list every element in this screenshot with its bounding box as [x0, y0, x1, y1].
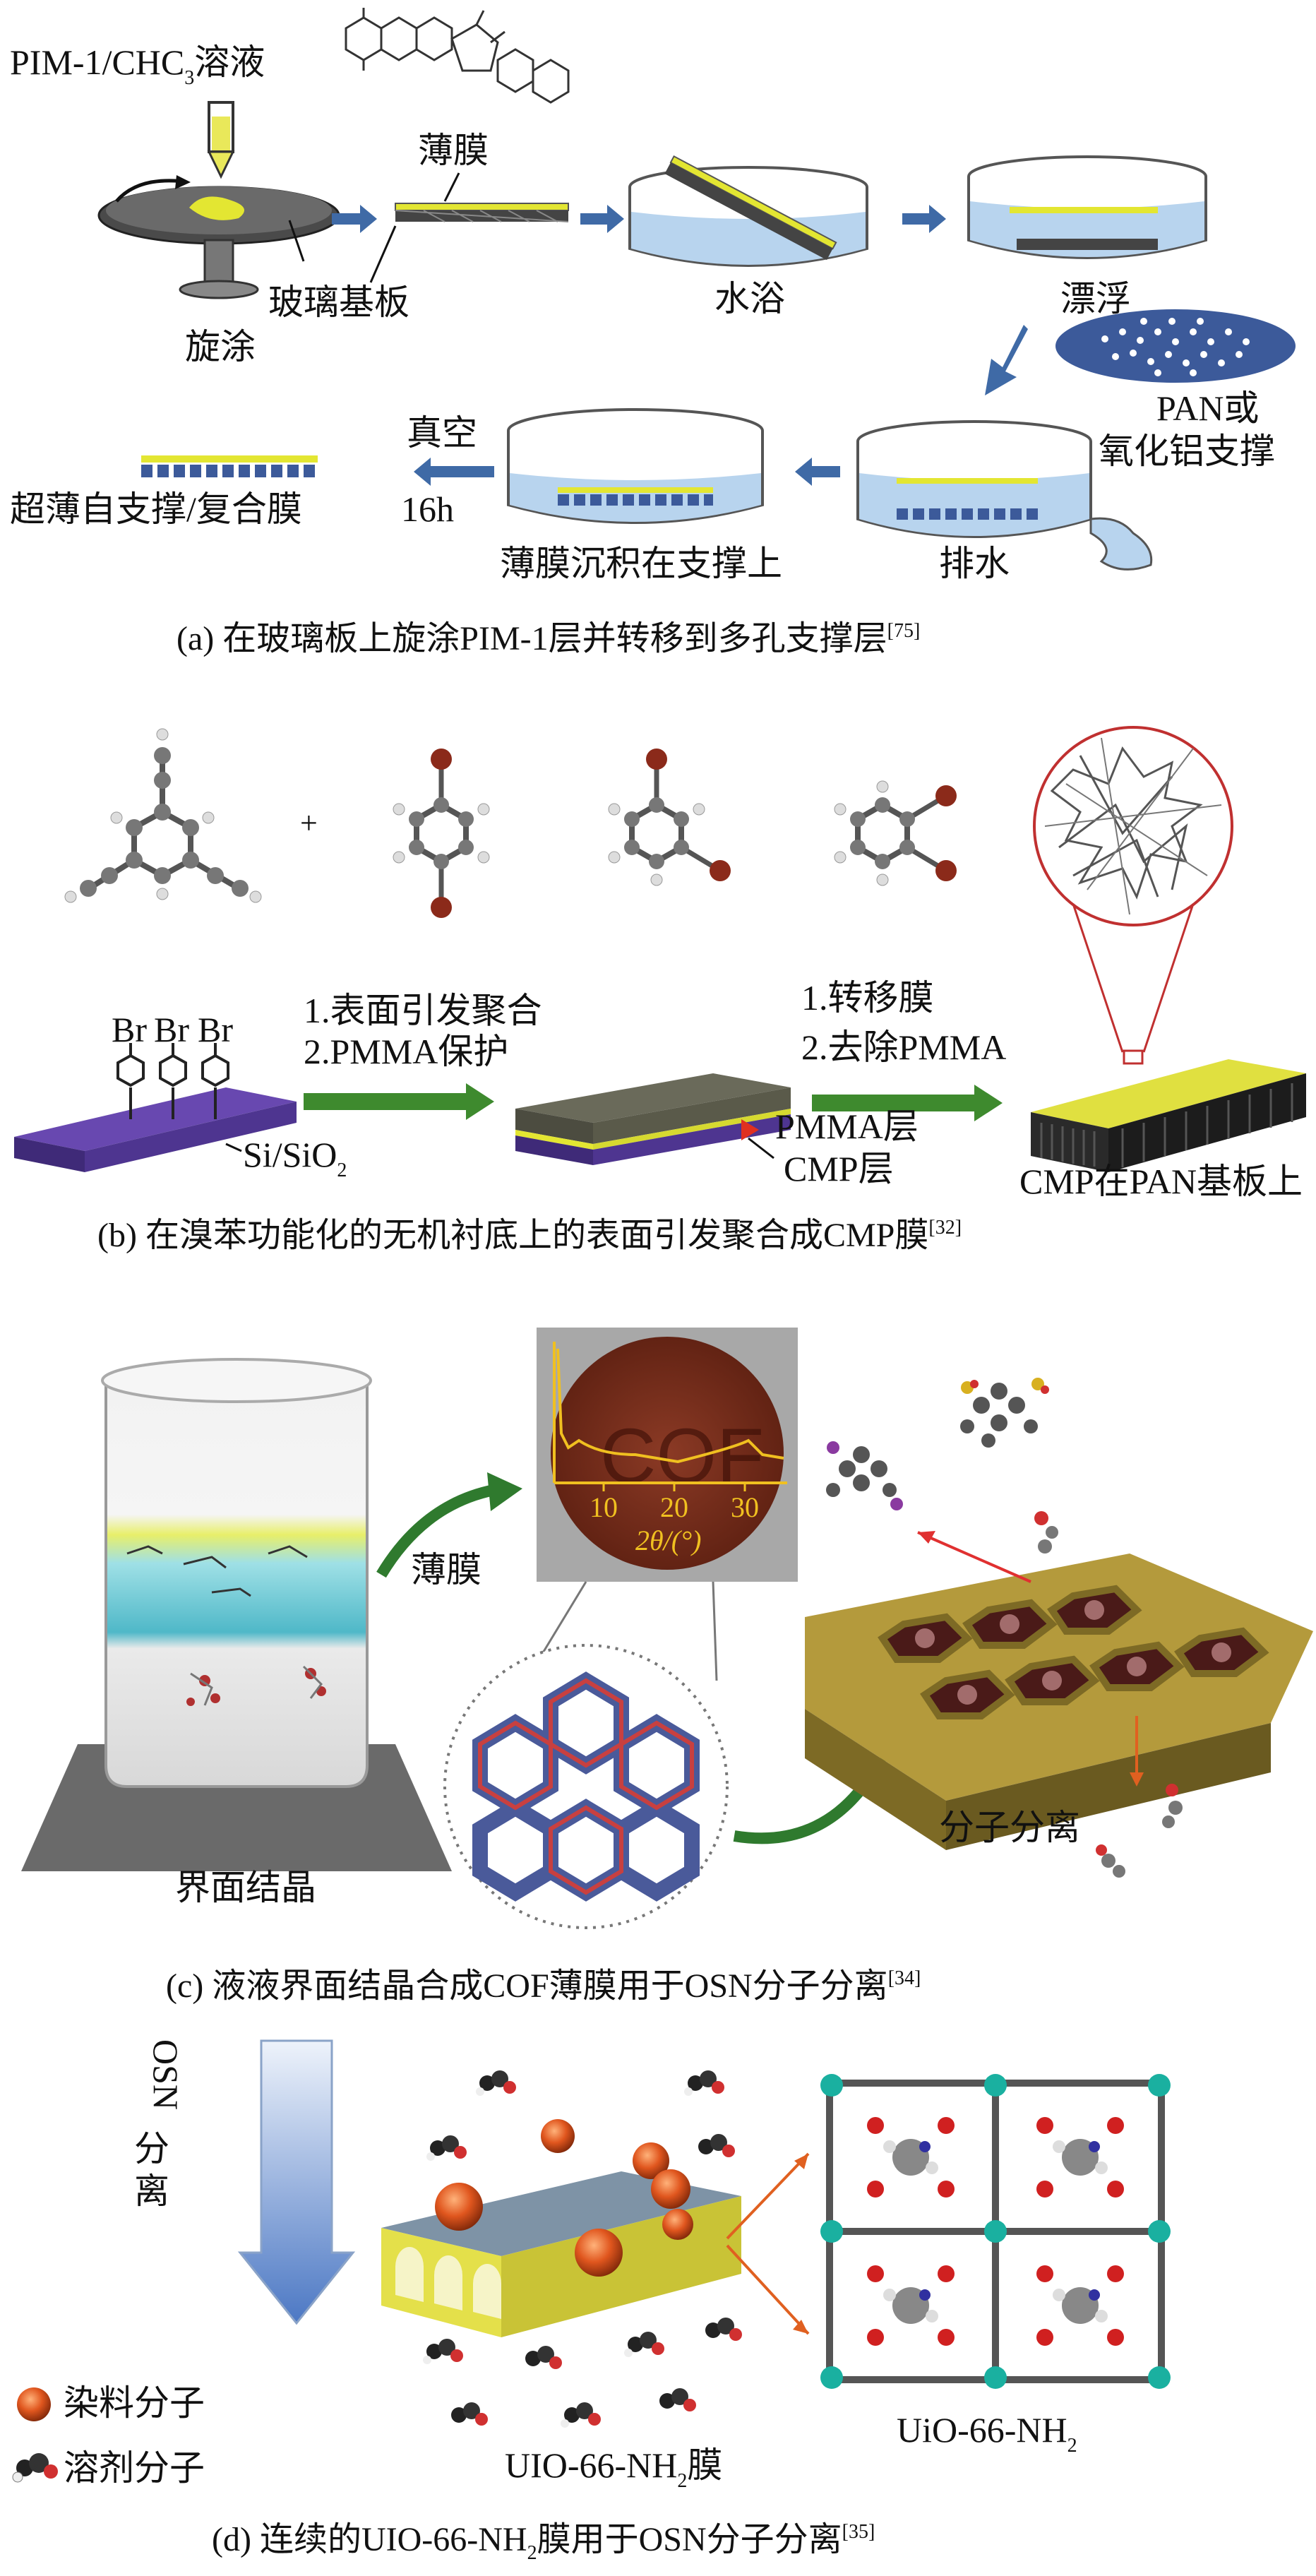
cof-structure-zoom	[445, 1645, 727, 1928]
flow-arrow-6	[414, 458, 494, 486]
osn-label: OSN	[146, 2039, 186, 2110]
green-curve-arrow-2	[734, 1779, 868, 1838]
xrd-tick-30: 30	[731, 1491, 759, 1523]
flow-arrow-1	[332, 205, 377, 233]
drain-label: 排水	[939, 544, 1010, 583]
osn-direction-arrow	[240, 2041, 353, 2323]
br-label-1: Br	[112, 1010, 147, 1049]
glass-label: 玻璃基板	[268, 282, 409, 322]
solution-label: PIM-1/CHC3溶液	[10, 42, 265, 89]
molecule-para-dibromobenzene-icon	[393, 749, 489, 918]
green-arrow-1	[304, 1083, 494, 1120]
separation-char-1: 分	[134, 2129, 169, 2169]
step1-label-2: 2.PMMA保护	[304, 1032, 508, 1071]
molecule-meta-dibromobenzene-icon	[609, 749, 731, 886]
cmp-on-pan-label: CMP在PAN基板上	[1019, 1162, 1303, 1201]
composite-label: 超薄自支撑/复合膜	[10, 489, 302, 529]
deposit-bath-icon	[508, 410, 762, 523]
flow-arrow-5	[795, 458, 840, 486]
film-label: 薄膜	[418, 131, 489, 170]
xrd-tick-20: 20	[660, 1491, 688, 1523]
cof-film-photo: COF 10 20 30 2θ/(°)	[537, 1328, 798, 1582]
film-label-c: 薄膜	[411, 1550, 481, 1590]
flow-arrow-4	[985, 325, 1028, 395]
honeycomb-membrane-icon	[805, 1554, 1313, 1850]
float-label: 漂浮	[1060, 279, 1131, 318]
layer-stack-icon	[515, 1073, 791, 1165]
support-label-2: 氧化铝支撑	[1099, 431, 1275, 471]
caption-d: (d) 连续的UIO-66-NH2膜用于OSN分子分离[35]	[212, 2521, 875, 2564]
flow-arrow-2	[580, 205, 624, 233]
float-bath-icon	[969, 157, 1206, 258]
mof-label: UiO-66-NH2	[897, 2410, 1077, 2457]
molecule-ortho-dibromobenzene-icon	[835, 781, 957, 886]
cmp-network-zoom	[1034, 727, 1232, 1063]
water-bath-label: 水浴	[714, 279, 785, 318]
br-label-2: Br	[154, 1010, 189, 1049]
deposit-label: 薄膜沉积在支撑上	[500, 544, 782, 583]
substrate-label: Si/SiO2	[243, 1135, 347, 1181]
beaker-icon	[21, 1359, 452, 1871]
step1-label-1: 1.表面引发聚合	[304, 991, 542, 1030]
spin-label: 旋涂	[185, 327, 256, 366]
step2-label-1: 1.转移膜	[801, 978, 934, 1018]
xrd-axis-label: 2θ/(°)	[635, 1525, 701, 1556]
molecule-triethynylbenzene-icon	[65, 729, 261, 902]
solvent-legend-icon	[13, 2453, 58, 2482]
separation-char-2: 离	[134, 2171, 169, 2211]
dye-legend-icon	[17, 2387, 51, 2421]
br-label-3: Br	[198, 1010, 233, 1049]
porous-support-icon	[1055, 309, 1296, 383]
interface-label: 界面结晶	[175, 1868, 316, 1907]
film-on-glass-icon	[395, 203, 568, 222]
panel-b: +	[14, 727, 1306, 1254]
water-bath-icon	[630, 156, 867, 266]
caption-b: (b) 在溴苯功能化的无机衬底上的表面引发聚合成CMP膜[32]	[97, 1217, 962, 1254]
panel-a: PIM-1/CHC3溶液 旋涂 玻璃基板	[10, 8, 1296, 657]
flow-arrow-3	[902, 205, 946, 233]
composite-membrane-icon	[141, 455, 318, 477]
cmp-on-pan-icon	[1031, 1059, 1306, 1172]
caption-a: (a) 在玻璃板上旋涂PIM-1层并转移到多孔支撑层[75]	[177, 620, 920, 657]
membrane-label: UIO-66-NH2膜	[505, 2445, 722, 2492]
step2-label-2: 2.去除PMMA	[801, 1027, 1006, 1067]
solvent-legend-label: 溶剂分子	[64, 2448, 205, 2488]
uio-66-framework-icon	[819, 2073, 1172, 2390]
pmma-layer-label: PMMA层	[775, 1107, 919, 1146]
pim1-structure-icon	[346, 8, 568, 102]
xrd-tick-10: 10	[590, 1491, 618, 1523]
cof-text: COF	[600, 1413, 764, 1500]
panel-c: 界面结晶 薄膜 COF 10 20 30 2θ/(°)	[21, 1328, 1313, 2005]
time-label: 16h	[401, 489, 454, 529]
plus-sign: +	[300, 806, 318, 840]
support-label-1: PAN或	[1156, 388, 1259, 428]
caption-c: (c) 液液界面结晶合成COF薄膜用于OSN分子分离[34]	[166, 1967, 921, 2005]
dye-legend-label: 染料分子	[64, 2383, 205, 2423]
spin-coater-icon	[99, 175, 339, 298]
cmp-layer-label: CMP层	[784, 1149, 894, 1188]
panel-d: OSN 分 离 染料分子 溶剂分子	[13, 2039, 1172, 2564]
separation-label-c: 分子分离	[939, 1808, 1080, 1847]
vacuum-label: 真空	[407, 413, 477, 453]
